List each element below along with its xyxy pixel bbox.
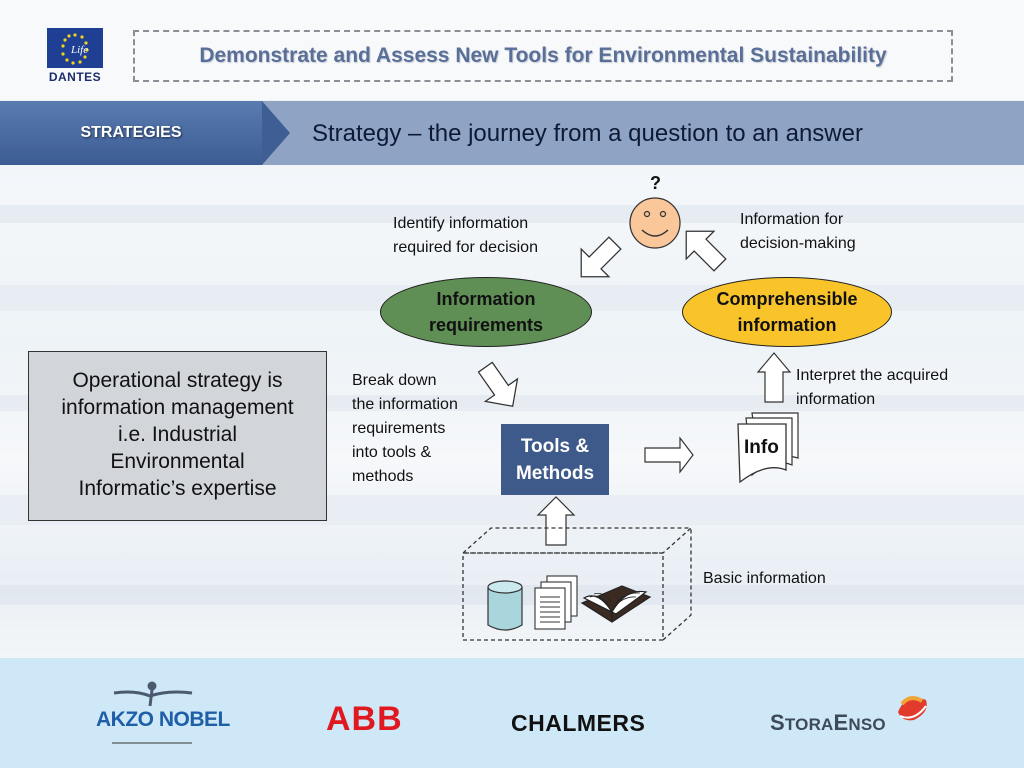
chalmers-logo: CHALMERS [511,710,646,736]
info-for-line-2: decision-making [740,235,856,252]
smiley-face-icon [629,197,681,249]
op-line-4: Environmental [110,450,245,473]
abb-logo: ABB [326,700,403,738]
op-line-3: i.e. Industrial [117,423,238,446]
break-line-5: methods [352,468,414,485]
break-line-2: the information [352,396,458,413]
interpret-text: Interpret the acquired information [796,364,948,412]
information-requirements-node: Information requirements [380,277,592,347]
break-line-1: Break down [352,372,437,389]
identify-line-1: Identify information [393,215,529,232]
stora-s: S [770,710,785,735]
title-frame: Demonstrate and Assess New Tools for Env… [133,30,953,82]
slide-title: Strategy – the journey from a question t… [312,120,863,147]
arrow-to-decision-maker [685,230,727,272]
identify-info-text: Identify information required for decisi… [393,212,538,260]
partner-logos-footer [0,658,1024,768]
arrow-to-comprehensible [756,352,792,403]
book-icon [580,585,652,623]
info-document-icon [737,412,799,484]
tools-methods-node: Tools & Methods [501,424,609,495]
logo-name: DANTES [48,70,102,84]
section-tab [0,101,262,165]
dantes-logo: Life DANTES [44,28,106,86]
eu-flag-icon: Life [47,28,103,68]
documents-icon [534,575,578,630]
section-label: STRATEGIES [80,124,182,141]
tools-line-1: Tools & [520,436,590,457]
op-line-1: Operational strategy is [72,369,283,392]
stora-e: E [833,710,849,735]
arrow-to-tools [477,361,519,407]
op-line-2: information management [61,396,294,419]
question-mark: ? [650,173,661,193]
op-line-5: Informatic’s expertise [78,477,277,500]
operational-strategy-box: Operational strategy is information mana… [28,351,327,521]
compr-line-2: information [737,315,837,335]
interpret-line-2: information [796,391,876,408]
arrow-from-basic-info [536,496,576,546]
tools-line-2: Methods [515,463,595,484]
basic-information-label: Basic information [703,570,826,587]
stora-enso-logo: STORAENSO [770,710,886,736]
identify-line-2: required for decision [393,239,538,256]
stora-tora: TORA [784,715,834,734]
project-title: Demonstrate and Assess New Tools for Env… [199,44,887,67]
compr-line-1: Comprehensible [716,289,858,309]
arrow-to-info-requirements [580,236,622,278]
info-req-line-1: Information [436,289,536,309]
akzo-nobel-logo: AKZO NOBEL [96,708,230,731]
database-icon [487,580,523,631]
break-line-4: into tools & [352,444,432,461]
svg-text:Life: Life [70,44,88,56]
interpret-line-1: Interpret the acquired [796,367,949,384]
arrow-to-info-doc [644,436,694,474]
break-line-3: requirements [352,420,446,437]
info-for-line-1: Information for [740,211,844,228]
basic-info-box [461,527,693,641]
section-tab-arrow [262,101,290,165]
comprehensible-information-node: Comprehensible information [682,277,892,347]
info-doc-label: Info [744,437,779,458]
info-req-line-2: requirements [428,315,544,335]
break-down-text: Break down the information requirements … [352,369,458,489]
header: Life DANTES Demonstrate and Assess New T… [0,0,1024,100]
stora-nso: NSO [848,715,886,734]
info-for-decision-text: Information for decision-making [740,208,856,256]
